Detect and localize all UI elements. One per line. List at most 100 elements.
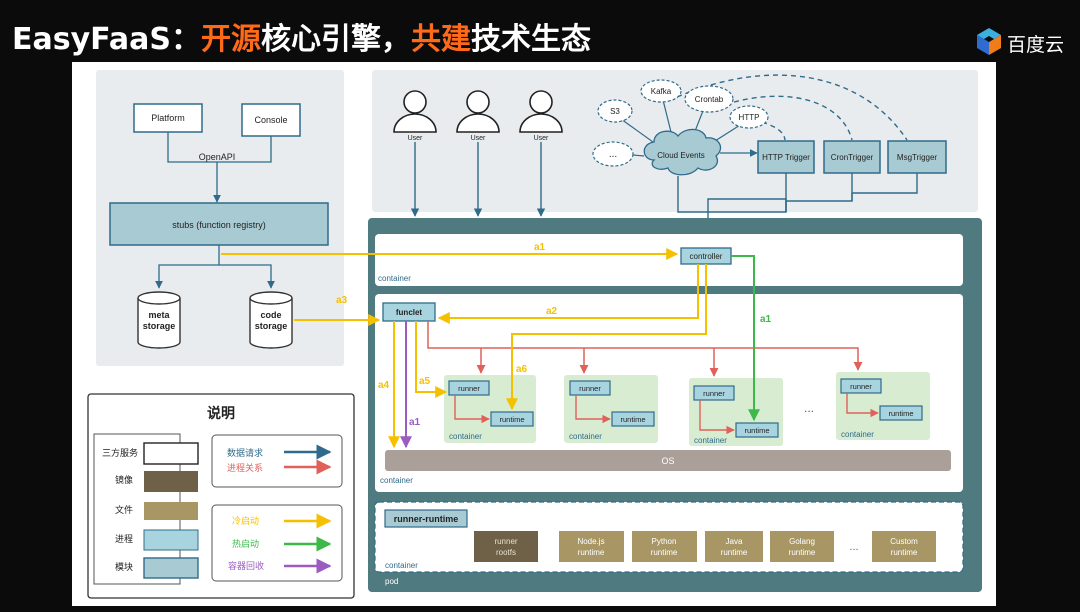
http-trigger-label: HTTP Trigger [762, 153, 810, 162]
flow-label-a4: a4 [378, 380, 390, 391]
stubs-function-registry [109, 202, 329, 246]
python-runtime-line-1: Python [652, 537, 677, 546]
legend-file-label: 文件 [115, 504, 133, 515]
runner-container-label-2: container [569, 432, 602, 441]
code-storage-cylinder: code storage [249, 291, 293, 349]
golang-runtime-line-2: runtime [789, 548, 816, 557]
funclet-container-label: container [380, 476, 413, 485]
user-icon-2: User [456, 90, 500, 142]
legend-image-swatch [144, 471, 198, 492]
event-s3-label: S3 [610, 107, 620, 116]
legend-image-label: 镜像 [115, 474, 133, 485]
runner-container-label-4: container [841, 430, 874, 439]
legend-data-request-label: 数据请求 [227, 447, 263, 458]
title-part-1: EasyFaaS： [12, 22, 201, 57]
code-storage-line-1: code [260, 310, 281, 320]
runner-container-label-1: container [449, 432, 482, 441]
runner-group-3: runner runtime container [689, 378, 783, 446]
runner-box-2 [569, 380, 611, 396]
legend-file-swatch [144, 502, 198, 520]
event-s3 [597, 99, 633, 123]
slide-title: EasyFaaS：开源核心引擎，共建技术生态 [12, 14, 591, 58]
custom-runtime-line-2: runtime [891, 548, 918, 557]
funclet-label: funclet [396, 308, 423, 317]
left-panel: Platform Console OpenAPI stubs (function… [96, 70, 344, 366]
title-highlight-1: 开源 [200, 22, 261, 57]
legend-module-swatch [143, 557, 199, 579]
console-label: Console [254, 115, 287, 125]
runtime-box-2 [611, 411, 655, 427]
flow-label-a1-top: a1 [534, 242, 546, 253]
flow-label-a5: a5 [419, 376, 431, 387]
title-bar: EasyFaaS：开源核心引擎，共建技术生态 百度云 [0, 0, 1080, 64]
flow-label-a6: a6 [516, 364, 528, 375]
legend-process-label: 进程 [115, 534, 133, 544]
runner-box-4 [840, 378, 882, 394]
runner-runtime-container-label: container [385, 561, 418, 570]
event-crontab-label: Crontab [695, 95, 724, 104]
legend: 说明 三方服务 镜像 文件 进程 模块 数据请求 进程关系 冷启动 热启动 容器… [87, 393, 355, 599]
user-icon-3: User [519, 90, 563, 142]
runtime-ellipsis: ... [849, 541, 858, 553]
title-highlight-2: 共建 [410, 22, 471, 57]
custom-runtime-line-1: Custom [890, 537, 918, 546]
runtime-box-1 [490, 411, 534, 427]
legend-cold-start-label: 冷启动 [232, 515, 259, 526]
cron-trigger-box [823, 140, 881, 174]
runtime-box-4 [879, 405, 923, 421]
runner-label-2: runner [579, 384, 601, 393]
runner-group-1: runner runtime container [444, 375, 536, 443]
runtime-label-4: runtime [888, 409, 913, 418]
user-label-1: User [408, 135, 423, 142]
user-label-3: User [534, 135, 549, 142]
runner-runtime-label: runner-runtime [394, 514, 459, 524]
title-part-3: 核心引擎， [260, 22, 411, 57]
funclet-box [382, 302, 436, 322]
pod: container controller container funclet r… [221, 218, 982, 592]
runner-box-3 [693, 385, 735, 401]
runner-rootfs-line-2: rootfs [496, 548, 516, 557]
stubs-label: stubs (function registry) [172, 220, 266, 230]
legend-module-label: 模块 [115, 561, 133, 572]
event-kafka-label: Kafka [651, 87, 672, 96]
flow-label-a1-hot: a1 [760, 314, 772, 325]
os-label: OS [661, 456, 674, 466]
meta-storage-line-1: meta [148, 310, 170, 320]
controller-container-label: container [378, 274, 411, 283]
legend-third-party-swatch [143, 442, 199, 465]
baidu-cloud-cube-icon [977, 28, 1001, 55]
runtime-label-1: runtime [499, 415, 524, 424]
runner-box-1 [448, 380, 490, 396]
runtime-label-2: runtime [620, 415, 645, 424]
top-panel: User User User S3 Kafka Crontab [372, 70, 978, 238]
msg-trigger-label: MsgTrigger [897, 153, 937, 162]
runner-label-4: runner [850, 382, 872, 391]
runner-group-2: runner runtime container [564, 375, 658, 443]
runner-ellipsis: ... [804, 401, 814, 415]
meta-storage-cylinder: meta storage [137, 291, 181, 349]
flow-label-a2: a2 [546, 306, 558, 317]
legend-title: 说明 [207, 405, 235, 422]
runner-runtime-box [384, 509, 468, 528]
cloud-events-cloud-icon: Cloud Events [643, 128, 722, 176]
controller-container [375, 234, 963, 286]
event-crontab [684, 85, 734, 113]
legend-process-swatch [143, 529, 199, 551]
java-runtime-line-2: runtime [721, 548, 748, 557]
console-box [241, 103, 301, 137]
baidu-cloud-logo: 百度云 [974, 26, 1074, 56]
python-runtime-line-2: runtime [651, 548, 678, 557]
nodejs-runtime-line-1: Node.js [577, 537, 604, 546]
msg-trigger-box [887, 140, 947, 174]
user-label-2: User [471, 135, 486, 142]
cron-trigger-label: CronTrigger [831, 153, 874, 162]
runtime-files: Node.js runtime Python runtime Java runt… [559, 531, 936, 562]
runner-label-3: runner [703, 389, 725, 398]
logo-text: 百度云 [1007, 34, 1065, 56]
title-part-5: 技术生态 [470, 22, 591, 57]
controller-label: controller [690, 252, 723, 261]
runtime-label-3: runtime [744, 426, 769, 435]
code-storage-line-2: storage [255, 321, 288, 331]
architecture-diagram: Platform Console OpenAPI stubs (function… [72, 62, 996, 606]
legend-third-party-label: 三方服务 [102, 447, 138, 458]
